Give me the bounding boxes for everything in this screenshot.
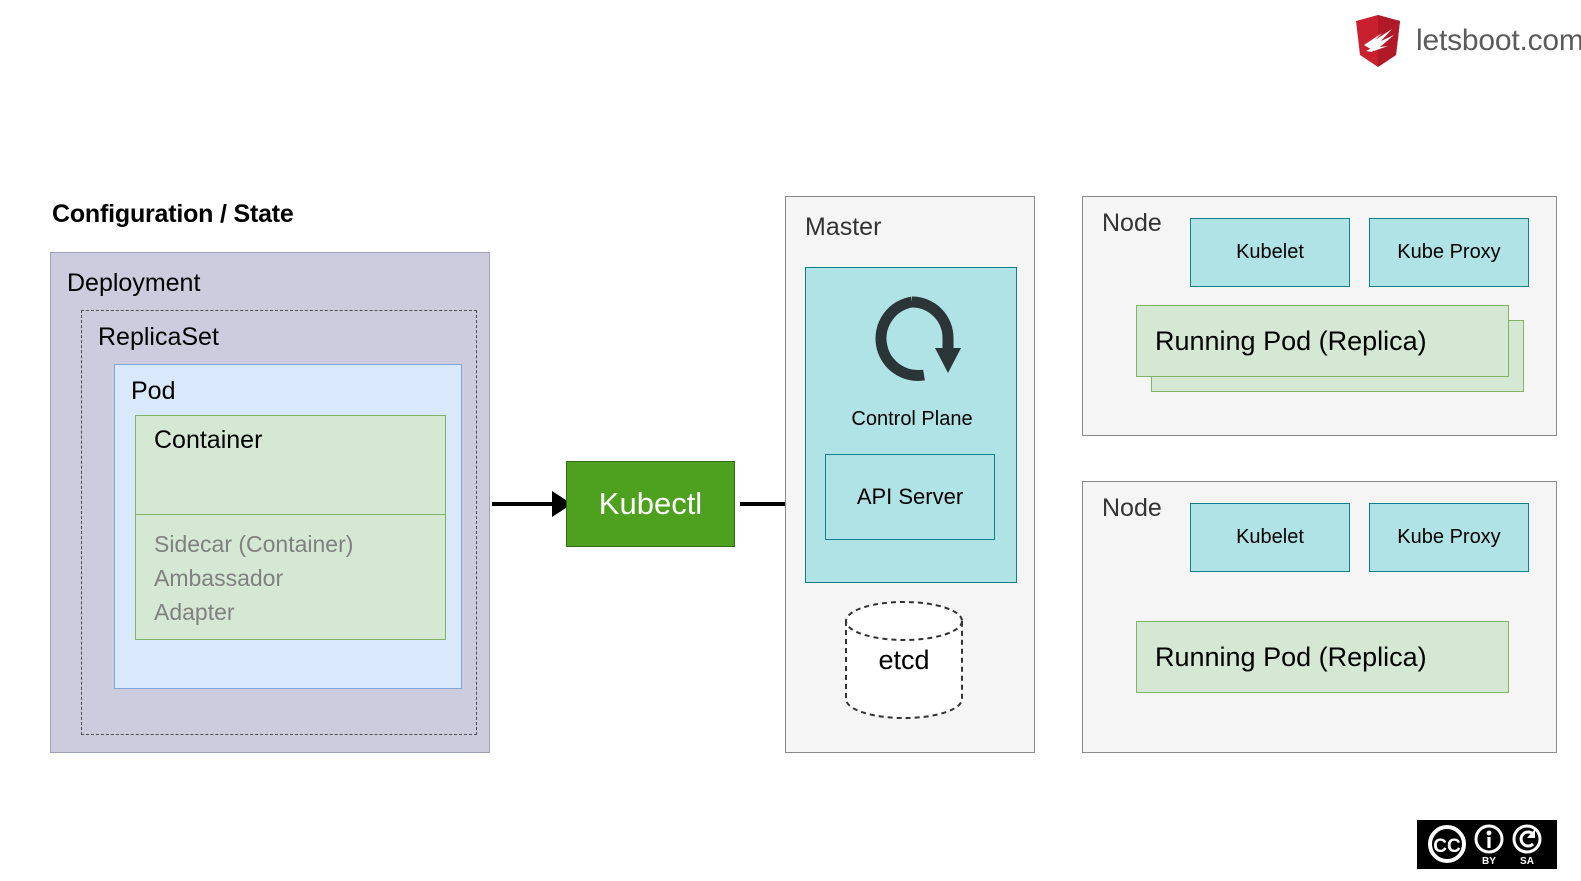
- sidecar-box: Sidecar (Container) Ambassador Adapter: [135, 514, 446, 640]
- replicaset-box: ReplicaSet Pod Container Sidecar (Contai…: [81, 310, 477, 735]
- kube-proxy-box: Kube Proxy: [1369, 503, 1529, 572]
- arrow-deployment-to-kubectl-line: [492, 502, 554, 506]
- svg-text:BY: BY: [1482, 856, 1496, 867]
- running-pod-box-front: Running Pod (Replica): [1136, 305, 1509, 377]
- node-label: Node: [1102, 209, 1162, 237]
- deployment-label: Deployment: [67, 269, 201, 297]
- kube-proxy-label: Kube Proxy: [1397, 241, 1501, 263]
- circular-loop-arrow-icon: [862, 288, 962, 388]
- page-title: Configuration / State: [52, 200, 294, 228]
- control-plane-box: Control Plane API Server: [805, 267, 1017, 583]
- kubelet-box: Kubelet: [1190, 503, 1350, 572]
- arrow-kubectl-to-api-server-line: [740, 502, 802, 506]
- letsboot-shield-logo-icon: [1352, 13, 1404, 69]
- master-label: Master: [805, 213, 882, 241]
- kube-proxy-label: Kube Proxy: [1397, 526, 1501, 548]
- running-pod-label: Running Pod (Replica): [1155, 325, 1427, 356]
- etcd-cylinder-icon: [843, 599, 965, 721]
- master-panel: Master Control Plane API Server etcd: [785, 196, 1035, 753]
- kubelet-label: Kubelet: [1236, 241, 1304, 263]
- kubectl-box[interactable]: Kubectl: [566, 461, 735, 547]
- kubectl-label: Kubectl: [598, 486, 703, 521]
- sidecar-line-3: Adapter: [154, 599, 235, 625]
- container-label: Container: [154, 426, 263, 454]
- kube-proxy-box: Kube Proxy: [1369, 218, 1529, 287]
- kubelet-label: Kubelet: [1236, 526, 1304, 548]
- pod-label: Pod: [131, 377, 176, 405]
- sidecar-line-2: Ambassador: [154, 565, 284, 591]
- pod-box: Pod Container Sidecar (Container) Ambass…: [114, 364, 462, 689]
- sidecar-line-1: Sidecar (Container): [154, 531, 354, 557]
- brand-name: letsboot.com: [1416, 24, 1581, 57]
- brand-logo: letsboot.com: [1352, 12, 1581, 70]
- node-panel-1: Node Kubelet Kube Proxy Running Pod (Rep…: [1082, 196, 1557, 436]
- container-box: Container: [135, 415, 446, 515]
- control-plane-label: Control Plane: [851, 408, 973, 430]
- running-pod-label: Running Pod (Replica): [1155, 641, 1427, 672]
- running-pod-box: Running Pod (Replica): [1136, 621, 1509, 693]
- node-panel-2: Node Kubelet Kube Proxy Running Pod (Rep…: [1082, 481, 1557, 753]
- svg-text:SA: SA: [1520, 856, 1534, 867]
- kubelet-box: Kubelet: [1190, 218, 1350, 287]
- deployment-box: Deployment ReplicaSet Pod Container Side…: [50, 252, 490, 753]
- node-label: Node: [1102, 494, 1162, 522]
- replicaset-label: ReplicaSet: [98, 323, 219, 351]
- cc-by-sa-badge-icon: CC BY SA: [1417, 820, 1557, 869]
- api-server-label: API Server: [856, 484, 964, 509]
- sidecar-label-group: Sidecar (Container) Ambassador Adapter: [154, 527, 353, 629]
- etcd-label: etcd: [878, 644, 930, 675]
- svg-text:CC: CC: [1433, 836, 1461, 857]
- api-server-box: API Server: [825, 454, 995, 540]
